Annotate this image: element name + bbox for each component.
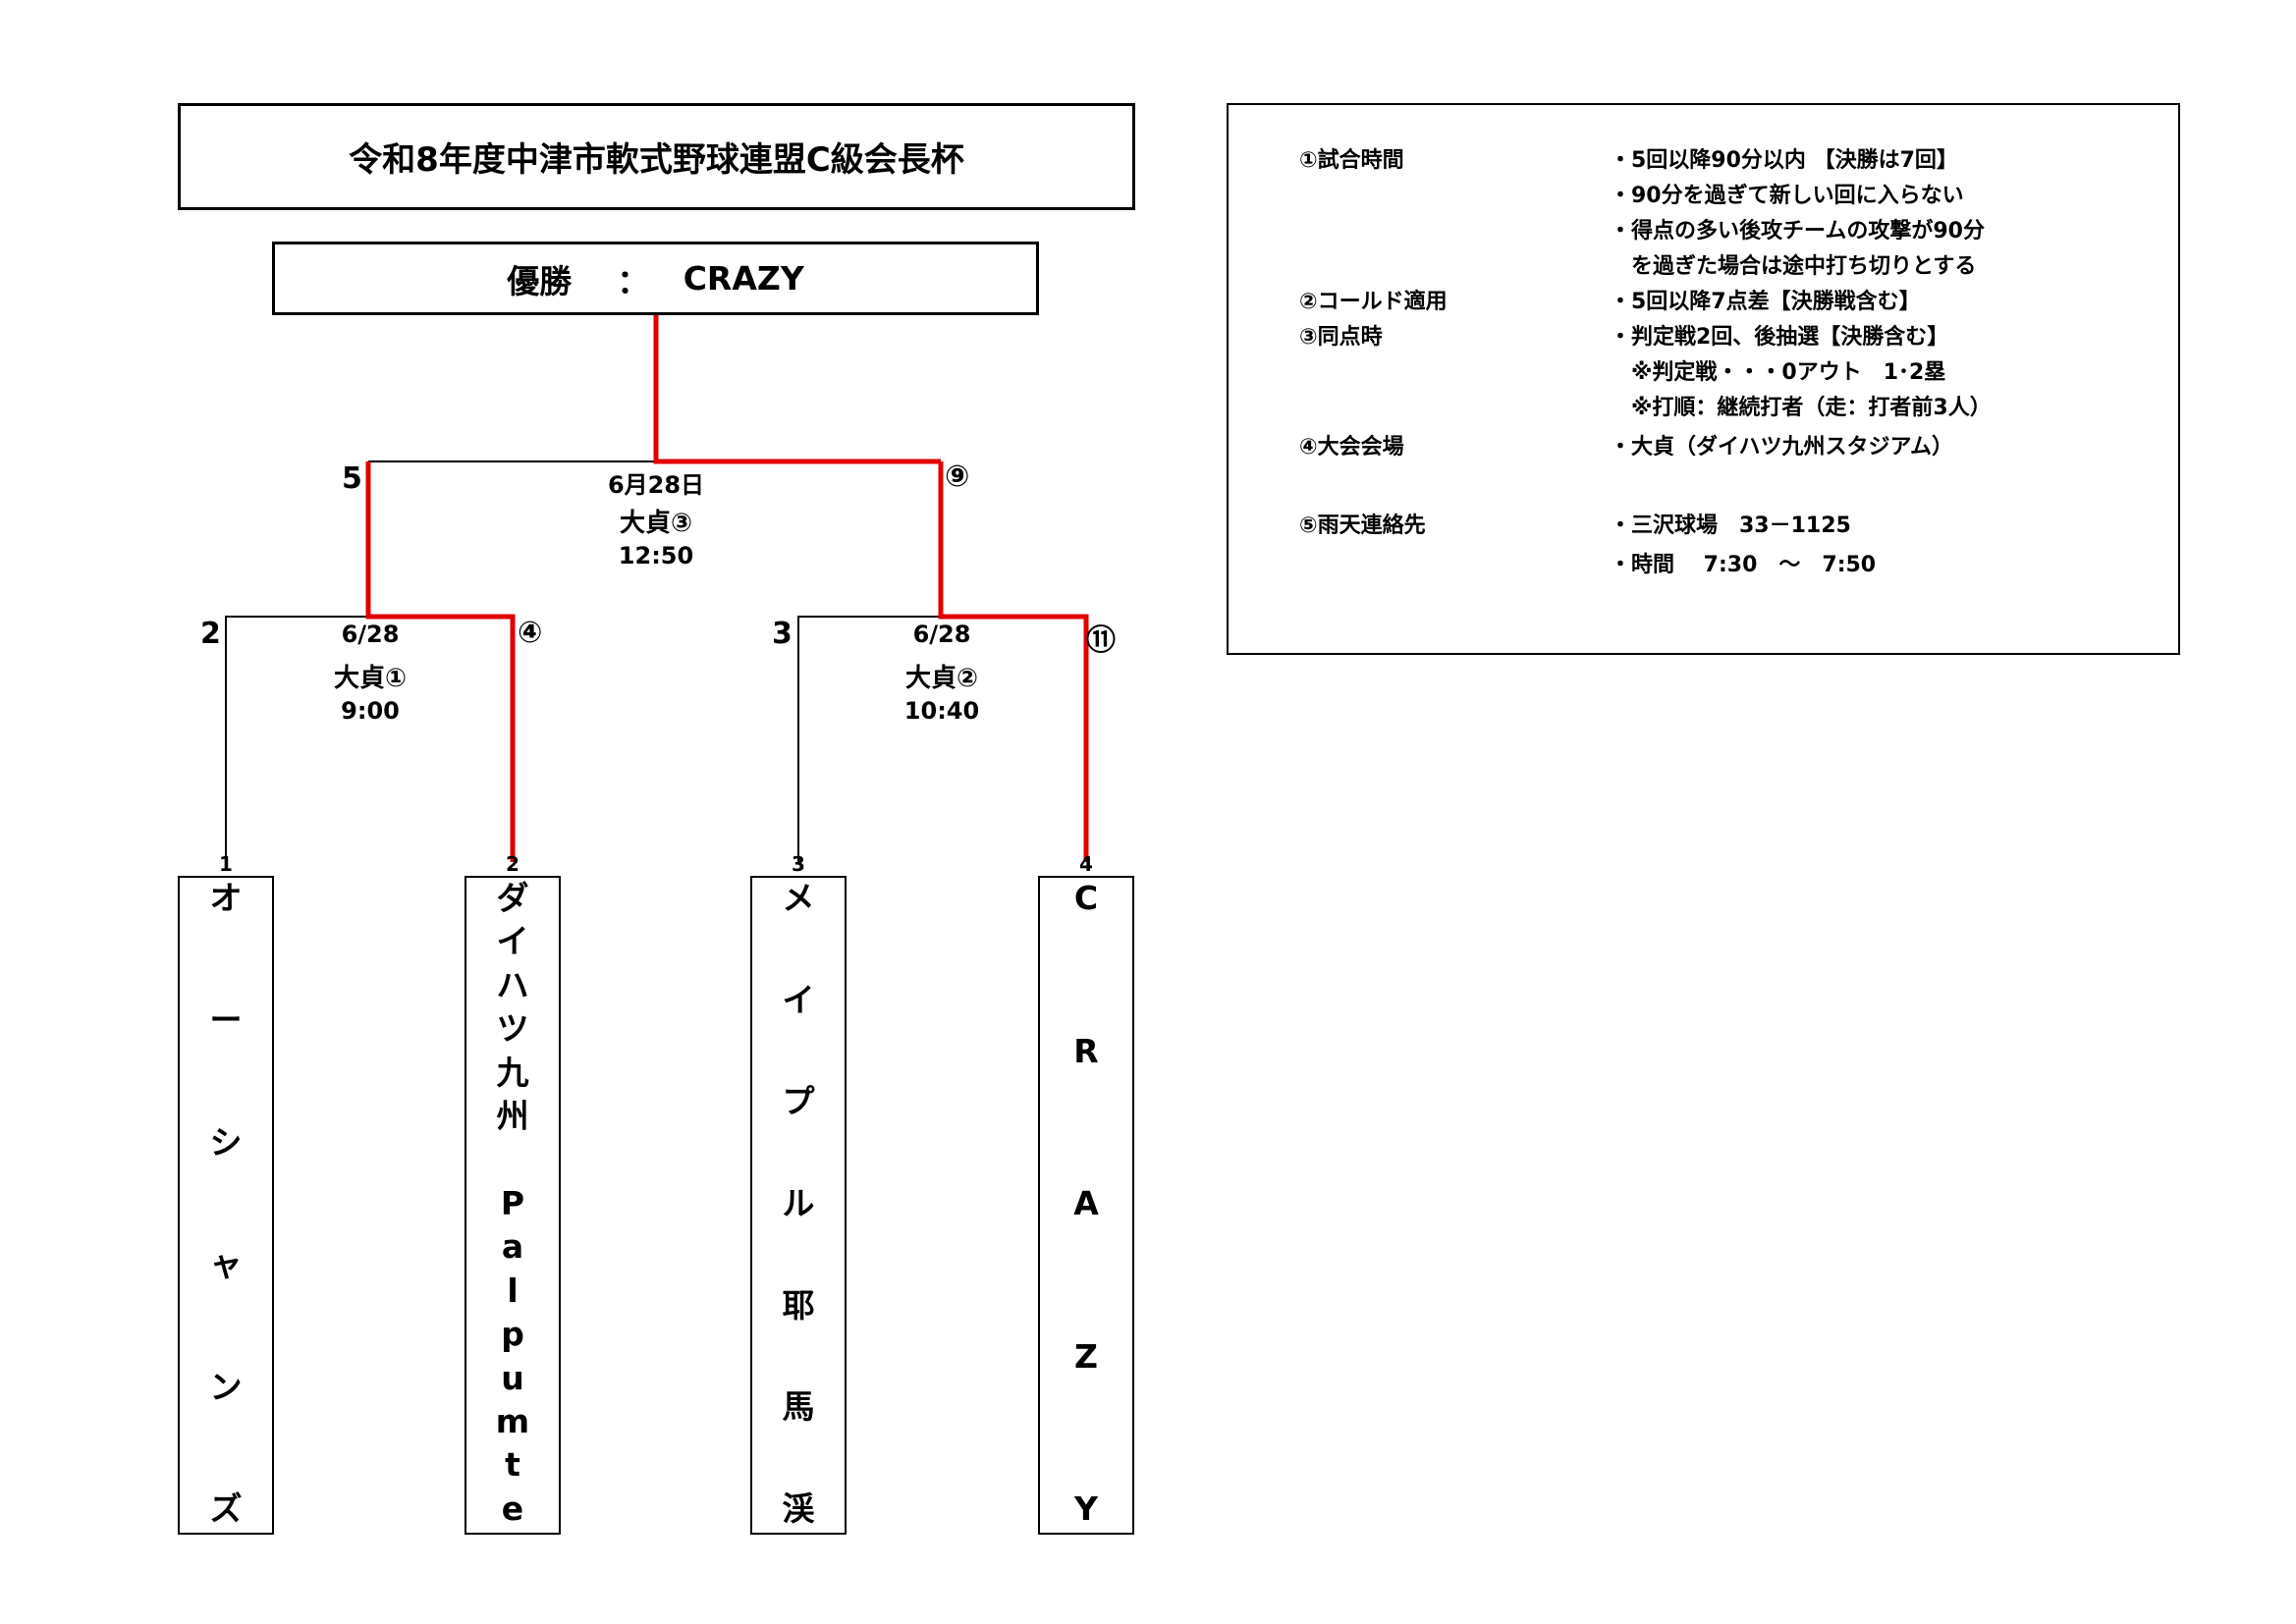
game2-time: 10:40 xyxy=(903,697,980,725)
team-name-char: ル xyxy=(782,1183,815,1222)
rule-text: ・90分を過ぎて新しい回に入らない xyxy=(1610,184,1964,208)
team-name-char: 渓 xyxy=(782,1489,815,1528)
team-name-char: l xyxy=(507,1271,519,1310)
rule-text: ・三沢球場 33－1125 xyxy=(1610,514,1851,538)
game-number-label: ⑪ xyxy=(1086,623,1116,658)
rule-label-rain-contact: ⑤雨天連絡先 xyxy=(1299,514,1426,538)
rule-text: ・5回以降7点差【決勝戦含む】 xyxy=(1610,290,1921,314)
team-name-char: A xyxy=(1073,1184,1099,1222)
team-name-char: Z xyxy=(1074,1336,1098,1376)
rule-text: ・得点の多い後攻チームの攻撃が90分 xyxy=(1610,219,1985,244)
rule-text: ・時間 7:30 ～ 7:50 xyxy=(1610,553,1877,577)
team-name-char: ャ xyxy=(209,1245,243,1284)
team-name-char: e xyxy=(501,1489,524,1528)
team-name-char: 馬 xyxy=(782,1387,815,1427)
champion-team: CRAZY xyxy=(683,259,804,298)
team-box-1: オーシャンズ xyxy=(178,876,274,1535)
rule-text: を過ぎた場合は途中打ち切りとする xyxy=(1610,254,1977,279)
team-name-char: ー xyxy=(209,1001,243,1040)
bracket-line-team3 xyxy=(797,616,943,862)
team-name-char: Y xyxy=(1074,1489,1098,1528)
rule-label-tie: ③同点時 xyxy=(1299,325,1383,350)
tournament-title-box: 令和8年度中津市軟式野球連盟C級会長杯 xyxy=(178,103,1135,210)
team-name-char: ツ xyxy=(496,1009,529,1049)
team-name-char: p xyxy=(501,1315,524,1354)
rules-box: ①試合時間 ・5回以降90分以内 【決勝は7回】 ・90分を過ぎて新しい回に入ら… xyxy=(1227,103,2180,655)
team-box-4: C R A Z Y xyxy=(1038,876,1134,1535)
team-name-char: ン xyxy=(209,1367,243,1406)
champion-label: 優勝 xyxy=(507,261,573,300)
bracket-line-team1 xyxy=(225,616,371,862)
rule-text: ・5回以降90分以内 【決勝は7回】 xyxy=(1610,148,1958,173)
team-name-char: ダ xyxy=(496,879,529,917)
team-name-char: ハ xyxy=(496,965,529,1004)
final-date: 6月28日 xyxy=(607,471,705,499)
game1-date: 6/28 xyxy=(341,621,400,648)
winner-line-team2 xyxy=(365,461,516,862)
team-name-char: シ xyxy=(209,1122,243,1162)
team-name-char: イ xyxy=(782,980,815,1019)
seed-label: 3 xyxy=(772,617,793,651)
team-name-char: t xyxy=(505,1445,520,1485)
rule-label-venue: ④大会会場 xyxy=(1299,435,1404,460)
team-number: 2 xyxy=(506,852,519,876)
seed-label: 2 xyxy=(200,617,221,651)
game1-time: 9:00 xyxy=(341,697,400,725)
final-venue: 大貞③ xyxy=(619,509,692,538)
team-number: 3 xyxy=(792,852,805,876)
team-name-char: a xyxy=(501,1227,524,1267)
tournament-title: 令和8年度中津市軟式野球連盟C級会長杯 xyxy=(349,140,964,180)
rule-text: ・判定戦2回、後抽選【決勝含む】 xyxy=(1610,325,1949,350)
team-number: 4 xyxy=(1079,852,1093,876)
team-number: 1 xyxy=(219,852,233,876)
team-name-char: ズ xyxy=(209,1489,243,1528)
rule-text: ・大貞（ダイハツ九州スタジアム） xyxy=(1610,435,1954,460)
team-name-char: 州 xyxy=(496,1097,529,1136)
team-name-char: メ xyxy=(782,879,815,917)
game-number-label: ④ xyxy=(518,616,543,650)
team-name-char: 九 xyxy=(496,1053,529,1092)
team-name-char: m xyxy=(495,1402,530,1441)
team-name-char: オ xyxy=(209,879,243,917)
team-name-char: イ xyxy=(496,922,529,961)
rule-text: ※打順：継続打者（走：打者前3人） xyxy=(1610,396,1992,420)
rule-text: ※判定戦・・・0アウト 1･2塁 xyxy=(1610,360,1946,385)
team-name-char: 耶 xyxy=(782,1285,815,1325)
team-name-char: P xyxy=(500,1183,525,1222)
team-name-char: u xyxy=(501,1358,524,1397)
team-name-char: プ xyxy=(782,1082,815,1121)
final-time: 12:50 xyxy=(618,542,694,569)
rule-label-game-time: ①試合時間 xyxy=(1299,148,1404,173)
team-box-3: メイプル耶馬渓 xyxy=(750,876,847,1535)
winner-line-final xyxy=(653,315,941,464)
game2-venue: 大貞② xyxy=(904,664,978,693)
game2-date: 6/28 xyxy=(912,621,971,648)
team-name-char: C xyxy=(1073,879,1099,917)
game1-venue: 大貞① xyxy=(333,664,407,693)
team-name-char: R xyxy=(1073,1031,1099,1070)
seed-label: 5 xyxy=(342,461,362,496)
champion-separator: ： xyxy=(617,261,650,300)
champion-box: 優勝 ： CRAZY xyxy=(272,242,1039,315)
team-name-char xyxy=(507,1144,519,1176)
game-number-label: ⑨ xyxy=(945,460,970,494)
rule-label-called-game: ②コールド適用 xyxy=(1299,290,1448,314)
winner-line-team4 xyxy=(938,461,1089,862)
